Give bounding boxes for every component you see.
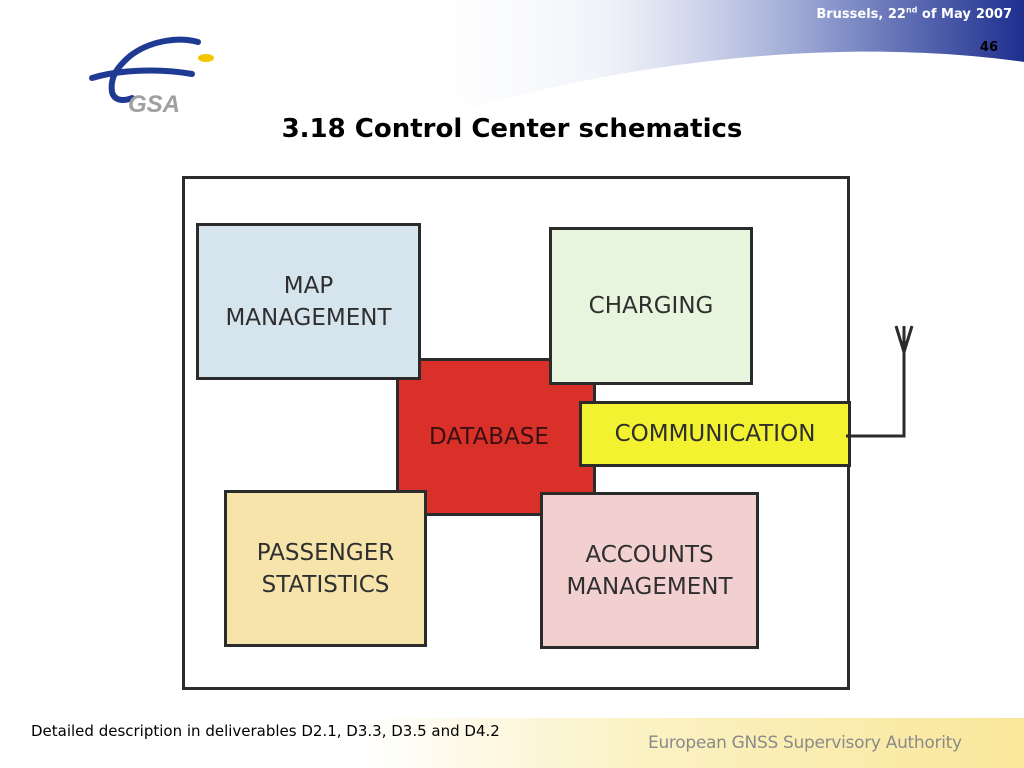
gsa-logo: GSA — [89, 36, 214, 118]
header-swoosh — [380, 0, 1024, 108]
block-communication: COMMUNICATION — [579, 401, 851, 467]
footer-note: Detailed description in deliverables D2.… — [31, 722, 500, 740]
antenna-connection — [846, 325, 914, 438]
slide-title: 3.18 Control Center schematics — [281, 114, 743, 144]
antenna-icon — [894, 325, 914, 353]
block-passenger-statistics: PASSENGER STATISTICS — [224, 490, 427, 647]
date-prefix: Brussels, 22 — [816, 7, 906, 22]
communication-link-line — [846, 334, 906, 438]
page-number: 46 — [979, 40, 998, 55]
date-year: 2007 — [975, 7, 1012, 22]
presentation-date: Brussels, 22nd of May 2007 — [816, 5, 1012, 22]
gsa-logo-text: GSA — [128, 91, 180, 118]
block-charging: CHARGING — [549, 227, 753, 385]
footer-band — [0, 718, 1024, 768]
block-accounts-management: ACCOUNTS MANAGEMENT — [540, 492, 759, 649]
date-suffix: of May — [917, 7, 971, 22]
footer-agency-name: European GNSS Supervisory Authority — [648, 733, 962, 753]
date-ordinal: nd — [905, 5, 918, 15]
block-map-management: MAP MANAGEMENT — [196, 223, 421, 380]
diagram-frame: DATABASE MAP MANAGEMENT CHARGING PASSENG… — [182, 176, 851, 690]
